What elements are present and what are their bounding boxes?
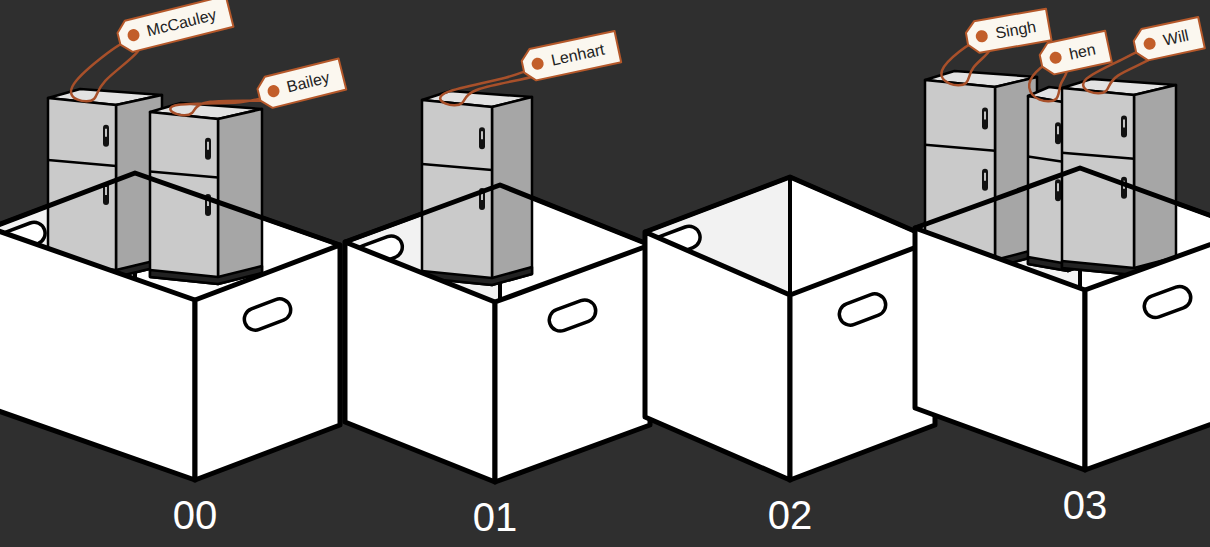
bin-handle [241,296,294,334]
fridge-handle-shine [105,187,107,195]
bin-rim [915,168,1210,230]
tag-hole [266,84,281,99]
fridge-handle [103,125,109,147]
bin [645,177,935,480]
fridge [422,91,532,285]
tag-outline [1038,31,1112,77]
fridge-handle-shine [1057,126,1059,134]
bin-handle [836,291,889,329]
bin-number: 01 [473,494,518,540]
tag-hole [126,28,141,43]
fridge-handle-shine [984,173,986,181]
fridge-handle-shine [207,142,209,150]
fridge-handle [982,169,988,191]
tag-hole [531,57,545,71]
tag-outline [1132,17,1205,62]
bin [0,89,340,480]
bin-left-face [915,228,1085,470]
fridge-handle [479,127,485,149]
fridge-handle [1121,177,1127,199]
name-tag: Bailey [254,57,348,111]
fridge-side [218,109,262,284]
tag-hole [1143,37,1157,51]
bin-number: 03 [1063,482,1108,528]
tag-hole [1049,51,1063,65]
tag-outline [964,9,1051,55]
fridge-door-line [150,171,218,177]
name-tag: McCauley [114,0,235,55]
fridge-handle-shine [481,131,483,139]
bin-left-face [645,232,790,480]
fridge-door-line [48,160,116,166]
name-tag: Lenhart [518,30,622,84]
fridge-handle-shine [984,112,986,120]
bin-handle [1141,283,1194,320]
bin-left-face [345,242,495,482]
fridge-handle [1055,179,1061,201]
tag-hole [975,29,989,43]
fridge-handle [1055,122,1061,144]
fridge-door-line [422,164,492,170]
fridge-handle [1121,116,1127,138]
fridge [1062,79,1176,275]
fridge-handle [982,108,988,130]
bin-rim [645,177,935,240]
fridge-side [1134,85,1176,275]
fridge [150,103,262,284]
bin [345,91,650,482]
fridge-handle-shine [1123,120,1125,128]
bin-left-face [0,228,195,480]
fridge-handle [205,138,211,160]
fridge-handle-shine [105,129,107,137]
bin-number: 02 [768,492,813,538]
bin-rim [0,173,340,245]
fridge-handle-shine [1057,183,1059,191]
bin-handle [546,297,599,334]
bin-number: 00 [173,492,218,538]
bin-right-face [1085,230,1210,470]
name-tag: Will [1130,16,1206,64]
bin-right-face [495,245,650,482]
tag-outline [115,0,233,54]
fridge-door-line [925,145,995,151]
name-tag: Singh [963,7,1053,55]
tag-outline [520,31,622,82]
fridge-door-line [1062,153,1134,159]
bin [915,71,1210,470]
tag-outline [255,58,346,110]
bin-right-face [195,245,340,480]
bin-rim [345,185,650,245]
